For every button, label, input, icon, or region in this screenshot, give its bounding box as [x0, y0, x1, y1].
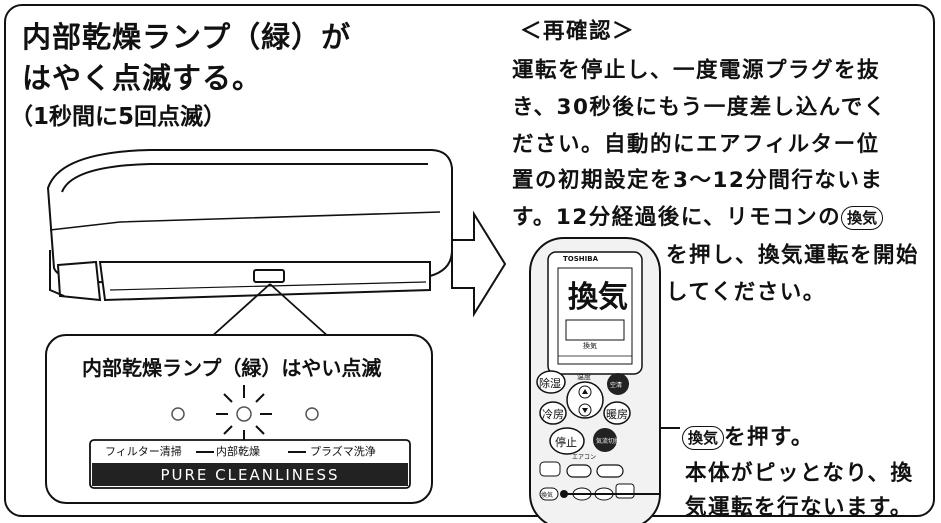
title-line-1: 内部乾燥ランプ（緑）が	[22, 20, 352, 54]
remote-cool-button[interactable]: 冷房	[542, 408, 564, 421]
remote-display-small: 換気	[583, 342, 597, 350]
remote-temp-label: 温度	[577, 373, 591, 381]
panel-label-plasma: プラズマ洗浄	[310, 445, 376, 458]
vent-button-inline: 換気	[841, 206, 884, 230]
recheck-after-line-1: を押し、換気運転を開始	[666, 243, 920, 268]
aircon-unit	[46, 149, 453, 302]
recheck-line-4: 置の初期設定を3～12分間行ないま	[512, 168, 884, 193]
recheck-line-1: 運転を停止し、一度電源プラグを抜	[512, 58, 881, 83]
recheck-line-2: き、30秒後にもう一度差し込んでく	[512, 95, 887, 120]
remote-air-clean-button[interactable]: 空清	[610, 382, 623, 389]
recheck-after-line-2: してください。	[666, 280, 826, 305]
remote-aircon-label: エアコン	[572, 454, 597, 461]
vent-button-label: 換気	[682, 426, 725, 450]
outer-frame	[4, 4, 935, 517]
remote-control	[529, 237, 661, 523]
instruction-line-3: 気運転を行ないます。	[685, 495, 913, 520]
remote-stop-button[interactable]: 停止	[555, 436, 577, 449]
title-line-2: はやく点滅する。	[22, 61, 263, 95]
title-line-3: （1秒間に5回点滅）	[10, 104, 227, 130]
recheck-line-5: す。12分経過後に、リモコンの換気	[512, 200, 884, 231]
instruction-line-1: 換気を押す。	[682, 420, 814, 451]
remote-vent-button[interactable]: 換気	[541, 492, 554, 499]
panel-label-dry: 内部乾燥	[216, 445, 260, 458]
instruction-line-2: 本体がピッとなり、換	[685, 461, 914, 486]
recheck-line-3: ださい。自動的にエアフィルター位	[512, 132, 880, 157]
remote-display-big: 換気	[568, 280, 628, 315]
instruction-press: を押す。	[724, 425, 814, 450]
recheck-line-5-text: す。12分経過後に、リモコンの	[512, 205, 842, 230]
callout-label: 内部乾燥ランプ（緑）はやい点滅	[82, 356, 382, 380]
remote-vent-switch-button[interactable]: 気流切換	[596, 438, 621, 445]
remote-dehumidify-button[interactable]: 除湿	[539, 377, 561, 390]
remote-brand: TOSHIBA	[563, 255, 598, 263]
panel-label-filter: フィルター清掃	[105, 445, 182, 458]
recheck-heading: ＜再確認＞	[520, 19, 636, 44]
remote-heat-button[interactable]: 暖房	[606, 408, 628, 421]
brand-bar-text: PURE CLEANLINESS	[160, 466, 340, 484]
